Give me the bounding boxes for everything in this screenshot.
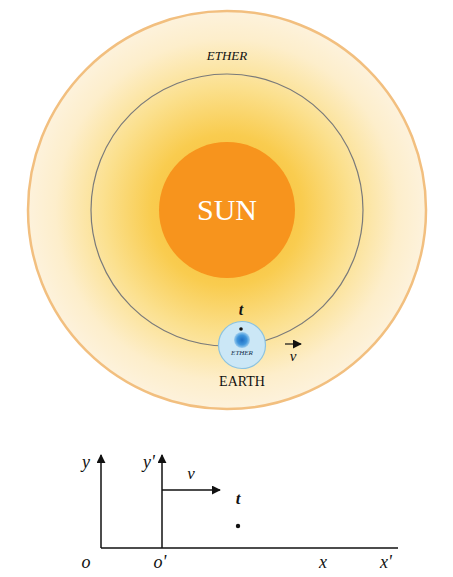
y-axis <box>100 455 102 548</box>
event-dot <box>236 524 240 528</box>
earth-core <box>234 332 250 348</box>
time-label: t <box>239 301 243 319</box>
earth-label: EARTH <box>219 373 265 390</box>
frame-velocity-arrow <box>162 489 220 491</box>
time-label: t <box>236 489 241 509</box>
sun-circle: SUN <box>159 142 295 278</box>
region-label: ETHER <box>207 48 247 64</box>
x-axis <box>101 547 398 549</box>
earth-circle: ETHER EARTH <box>218 321 266 391</box>
origin-label: o' <box>154 552 167 572</box>
velocity-label: v <box>187 464 195 484</box>
earth-orbit <box>91 74 363 346</box>
y-prime-axis <box>161 455 163 548</box>
velocity-label: v <box>290 347 297 365</box>
axis-label: y <box>82 452 90 472</box>
axis-label: y' <box>143 452 155 472</box>
sun-label: SUN <box>197 192 257 228</box>
axis-label: x <box>319 552 327 572</box>
event-dot <box>239 327 243 331</box>
ether-region-shape <box>28 11 426 409</box>
ether-region: ETHER SUN ETHER EARTH <box>27 10 427 410</box>
sun-glow <box>28 11 426 409</box>
axis-label: x' <box>380 552 392 572</box>
earth-circle-shape <box>219 322 266 369</box>
sun-circle-shape <box>159 142 295 278</box>
ether-label: ETHER <box>231 349 253 358</box>
origin-label: o <box>82 552 91 572</box>
velocity-vector <box>285 343 301 344</box>
